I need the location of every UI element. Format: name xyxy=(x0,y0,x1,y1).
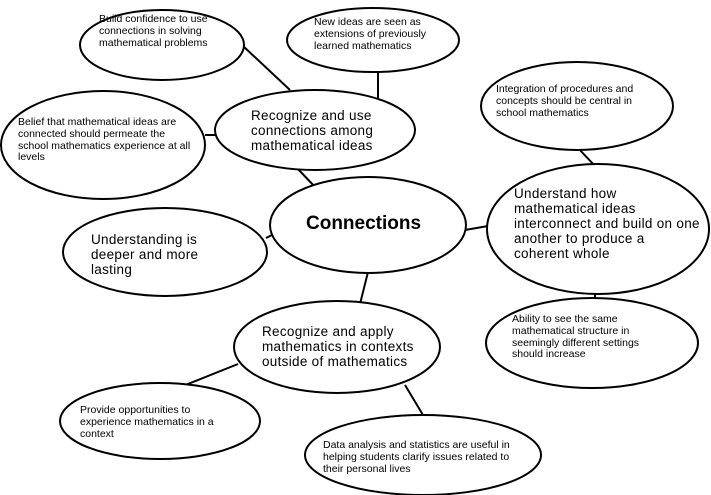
node-provide-text: Provide opportunities to experience math… xyxy=(80,404,214,440)
text-line: their personal lives xyxy=(323,462,411,475)
text-line: coherent whole xyxy=(514,246,610,262)
edge-apply-data xyxy=(404,384,424,416)
text-line: deeper and more xyxy=(91,247,199,263)
text-line: New ideas are seen as xyxy=(314,16,421,28)
text-line: helping students clarify issues related … xyxy=(323,450,510,463)
text-line: Ability to see the same xyxy=(512,313,618,325)
edge-integration-understand xyxy=(577,147,596,167)
text-line: Provide opportunities to xyxy=(80,404,191,416)
node-understand-how xyxy=(486,163,710,295)
text-line: Build confidence to use xyxy=(99,13,208,25)
text-line: connections among xyxy=(251,123,374,139)
node-data-analysis-text: Data analysis and statistics are useful … xyxy=(323,439,510,475)
text-line: mathematical problems xyxy=(99,36,208,49)
node-integration xyxy=(480,61,674,151)
text-line: interconnect and build on one xyxy=(514,216,700,232)
text-line: connected should permeate the xyxy=(18,127,166,140)
node-understand-how-text: Understand how mathematical ideas interc… xyxy=(514,186,700,262)
text-line: Integration of procedures and xyxy=(496,83,634,95)
edge-center-apply xyxy=(359,271,369,305)
node-recognize-use-text: Recognize and use connections among math… xyxy=(251,108,373,153)
text-line: mathematical structure in xyxy=(512,324,630,337)
edge-center-understand xyxy=(464,225,489,231)
text-line: another to produce a xyxy=(514,231,645,247)
center-topic-text: Connections xyxy=(306,213,422,234)
text-line: Data analysis and statistics are useful … xyxy=(323,439,510,451)
node-ability xyxy=(485,297,699,389)
node-new-ideas-text: New ideas are seen as extensions of prev… xyxy=(314,16,427,52)
text-line: lasting xyxy=(91,262,133,278)
node-belief xyxy=(0,90,206,200)
text-line: should increase xyxy=(512,348,586,361)
text-line: connections in solving xyxy=(99,24,202,37)
text-line: context xyxy=(80,427,114,440)
text-line: mathematical ideas xyxy=(251,138,373,154)
text-line: levels xyxy=(18,151,45,164)
text-line: mathematics in contexts xyxy=(262,339,414,355)
node-understanding-deeper xyxy=(62,207,268,297)
text-line: Understanding is xyxy=(91,232,198,247)
node-recognize-apply xyxy=(233,300,441,394)
text-line: Recognize and use xyxy=(251,108,372,123)
text-line: Understand how xyxy=(514,186,617,201)
text-line: outside of mathematics xyxy=(262,354,408,370)
node-ability-text: Ability to see the same mathematical str… xyxy=(512,313,640,361)
text-line: Belief that mathematical ideas are xyxy=(18,116,177,128)
node-recognize-use xyxy=(214,89,416,171)
node-provide xyxy=(59,382,261,460)
text-line: Recognize and apply xyxy=(262,324,394,339)
node-center xyxy=(269,176,467,274)
node-recognize-apply-text: Recognize and apply mathematics in conte… xyxy=(262,324,414,369)
text-line: mathematical ideas xyxy=(514,201,636,217)
text-line: seemingly different settings xyxy=(512,336,640,349)
edge-build-recognize xyxy=(242,45,291,91)
text-line: extensions of previously xyxy=(314,27,427,40)
node-belief-text: Belief that mathematical ideas are conne… xyxy=(18,116,191,164)
node-understanding-deeper-text: Understanding is deeper and more lasting xyxy=(91,232,198,277)
text-line: experience mathematics in a xyxy=(80,415,214,428)
node-build-confidence xyxy=(79,9,245,81)
node-data-analysis xyxy=(304,414,542,495)
node-build-confidence-text: Build confidence to use connections in s… xyxy=(99,13,208,49)
text-line: learned mathematics xyxy=(314,39,412,52)
node-new-ideas xyxy=(286,7,460,73)
text-line: school mathematics experience at all xyxy=(18,139,191,152)
text-line: concepts should be central in xyxy=(496,94,633,107)
node-integration-text: Integration of procedures and concepts s… xyxy=(496,83,634,119)
text-line: school mathematics xyxy=(496,106,589,119)
